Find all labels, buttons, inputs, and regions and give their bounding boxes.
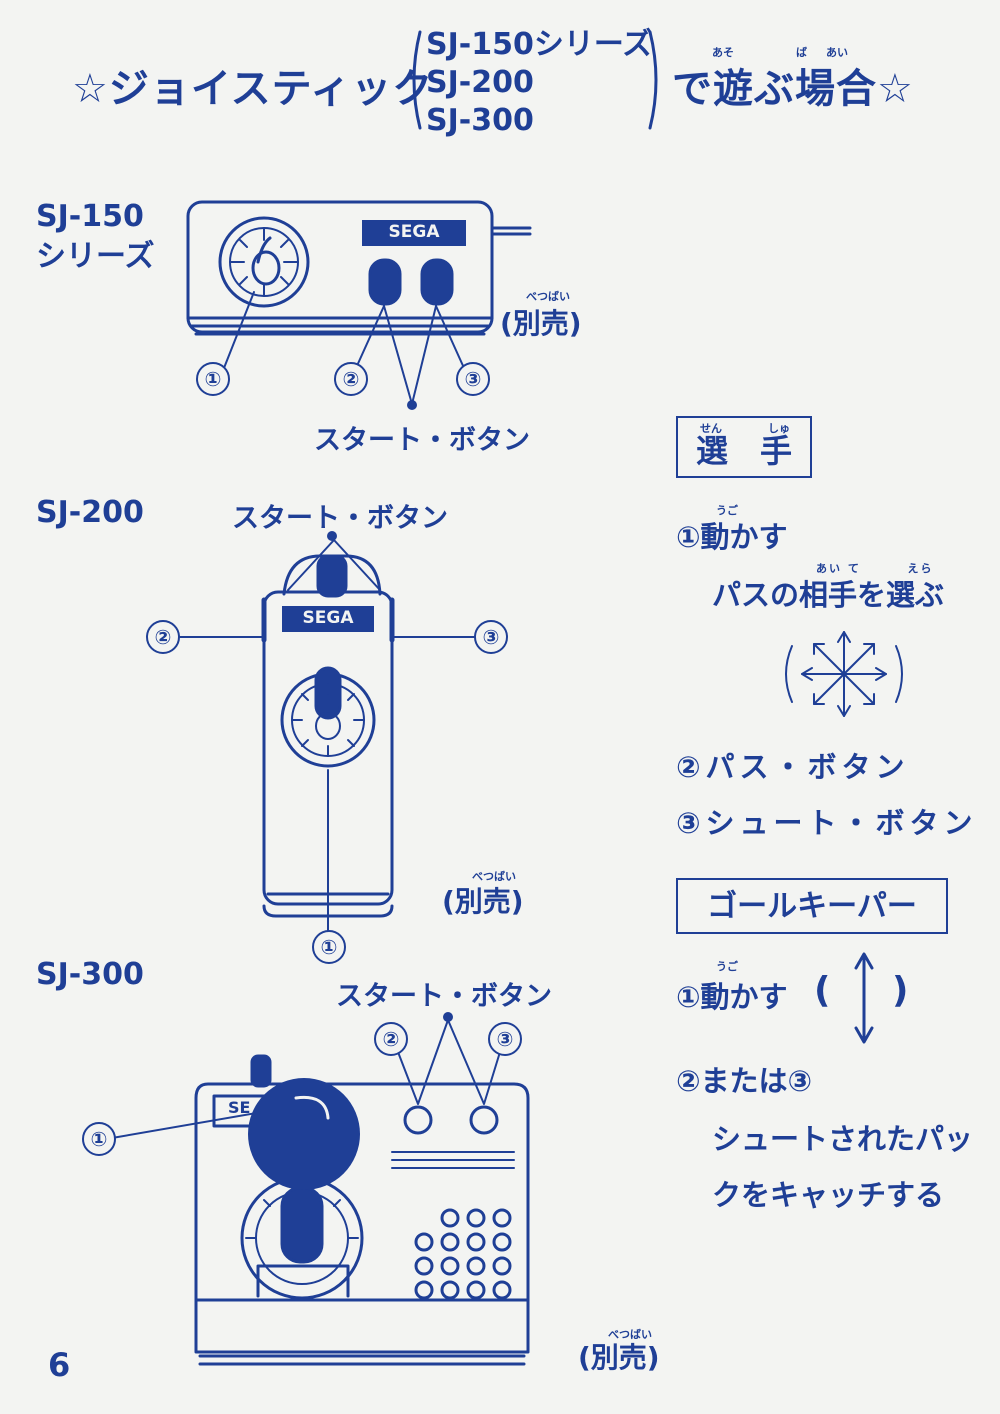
sj200-start-button-label: スタート・ボタン xyxy=(232,503,448,534)
sj200-label: SJ-200 xyxy=(36,495,144,530)
sj300-joystick-ball xyxy=(248,1078,360,1190)
sj300-callout-1: ① xyxy=(82,1122,116,1156)
sj300-callout-3: ③ xyxy=(488,1022,522,1056)
eight-direction-arrows-icon xyxy=(785,631,903,717)
title-ruby-2: ば xyxy=(796,46,807,59)
sj150-label-line1: SJ-150 xyxy=(36,199,144,234)
title-bracket-right xyxy=(648,30,658,130)
goalkeeper-step1-paren-close: ) xyxy=(892,970,909,1011)
sj300-start-dot xyxy=(443,1012,453,1022)
sj300-brand-logo: SE xyxy=(228,1098,251,1117)
title-model-list: SJ-150シリーズ SJ-200 SJ-300 xyxy=(426,26,652,140)
sj300-ball-highlight xyxy=(294,1095,330,1120)
player-step3: ③シュート・ボタン xyxy=(676,806,978,840)
sj200-separate-sale: (別売) xyxy=(442,885,524,918)
sj150-callout-2: ② xyxy=(334,362,368,396)
sj300-callout-2: ② xyxy=(374,1022,408,1056)
title-ruby-1: あそ xyxy=(712,46,734,59)
player-heading-ruby-2: しゅ xyxy=(768,422,790,435)
goalkeeper-heading: ゴールキーパー xyxy=(676,878,948,934)
goalkeeper-step1: ①動かす xyxy=(676,980,788,1014)
sj200-logo-plate xyxy=(282,606,374,632)
page-number: 6 xyxy=(48,1346,71,1384)
sj300-separate-sale: (別売) xyxy=(578,1341,660,1374)
sj150-separate-sale-ruby: べつばい xyxy=(526,290,570,303)
sj150-callout-3: ③ xyxy=(456,362,490,396)
sj300-start-button-label: スタート・ボタン xyxy=(336,981,552,1012)
player-heading: 選 手 xyxy=(676,416,812,478)
sj200-controller xyxy=(179,539,475,933)
sj150-separate-sale: (別売) xyxy=(500,307,582,340)
sj300-separate-sale-ruby: べつばい xyxy=(608,1328,652,1341)
goalkeeper-desc-line1: シュートされたパッ xyxy=(712,1122,974,1156)
goalkeeper-step2: ②または③ xyxy=(676,1064,813,1098)
sj150-label-line2: シリーズ xyxy=(36,239,155,274)
sj150-controller xyxy=(186,200,532,405)
sj200-separate-sale-ruby: べつばい xyxy=(472,870,516,883)
title-ruby-3: あい xyxy=(826,46,848,59)
title-model-1: SJ-150シリーズ xyxy=(426,27,653,62)
player-step1-ruby: うご xyxy=(716,504,738,517)
sj200-callout-3: ③ xyxy=(474,620,508,654)
sj150-logo-plate xyxy=(362,220,466,246)
sj300-label: SJ-300 xyxy=(36,957,144,992)
player-heading-ruby-1: せん xyxy=(700,422,722,435)
sj200-start-dot xyxy=(327,531,337,541)
sj150-brand-logo: SEGA xyxy=(388,222,440,242)
goalkeeper-step1-paren-open: ( xyxy=(814,970,831,1011)
goalkeeper-step1-ruby: うご xyxy=(716,960,738,973)
up-down-arrow-icon xyxy=(854,952,874,1044)
player-step2: ②パス・ボタン xyxy=(676,750,910,784)
sj200-callout-1: ① xyxy=(312,930,346,964)
sj150-callout-1: ① xyxy=(196,362,230,396)
sj150-start-dot xyxy=(407,400,417,410)
title-bracket-left xyxy=(412,30,422,130)
sj300-controller xyxy=(111,1019,530,1366)
player-step1-desc-ruby: あい て えら xyxy=(816,562,934,575)
sj300-keypad xyxy=(414,1208,512,1300)
title-suffix: で遊ぶ場合☆ xyxy=(672,66,914,112)
title-prefix: ☆ジョイスティック xyxy=(72,66,434,112)
title-model-3: SJ-300 xyxy=(426,103,534,138)
player-step1: ①動かす xyxy=(676,520,788,554)
sj200-callout-2: ② xyxy=(146,620,180,654)
sj150-start-button-label: スタート・ボタン xyxy=(314,425,530,456)
sj200-brand-logo: SEGA xyxy=(302,608,354,628)
goalkeeper-desc-line2: クをキャッチする xyxy=(712,1178,945,1212)
title-model-2: SJ-200 xyxy=(426,65,534,100)
player-step1-description: パスの相手を選ぶ xyxy=(712,578,945,612)
